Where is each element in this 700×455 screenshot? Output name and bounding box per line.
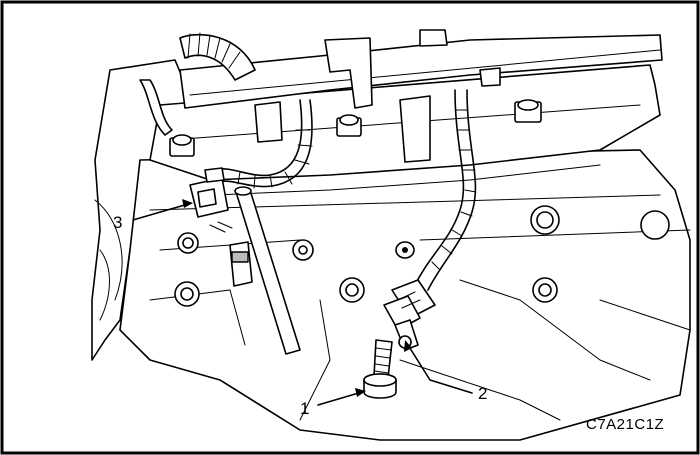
bolt-lower-mid [339, 277, 365, 303]
leader-2-arrow [404, 340, 412, 352]
sensor-cable-3 [214, 99, 313, 189]
leader-1 [317, 391, 363, 406]
loose-bolt-1 [363, 339, 397, 399]
corrugated-harness [139, 32, 256, 136]
leader-lines [132, 199, 473, 406]
leader-3 [132, 203, 189, 221]
connector-3 [189, 167, 229, 218]
bolt-upper-right [514, 99, 542, 123]
callout-3: 3 [113, 213, 122, 232]
dipstick-tube [234, 186, 301, 355]
sensor-cable-2 [414, 89, 477, 291]
bolt-left-round [177, 232, 199, 254]
bolt-mid-round [292, 239, 314, 261]
sensor-body-3 [209, 221, 253, 287]
harness-rail [179, 29, 663, 163]
figure-code: C7A21C1Z [586, 416, 664, 433]
block-bolts [169, 99, 670, 307]
bolt-far-right [640, 210, 670, 240]
connector-2 [383, 279, 436, 351]
bolt-upper-mid [336, 114, 362, 137]
bolt-right [530, 205, 560, 235]
bolt-lower-right [532, 277, 558, 303]
leader-1-arrow [355, 388, 366, 397]
callout-2: 2 [478, 384, 487, 403]
bolt-upper-left [169, 134, 195, 157]
callout-1: 1 [300, 399, 309, 418]
leader-3-arrow [182, 199, 193, 208]
leader-2 [407, 344, 473, 394]
stud-hole [395, 241, 415, 259]
bolt-lower-left [174, 281, 200, 307]
